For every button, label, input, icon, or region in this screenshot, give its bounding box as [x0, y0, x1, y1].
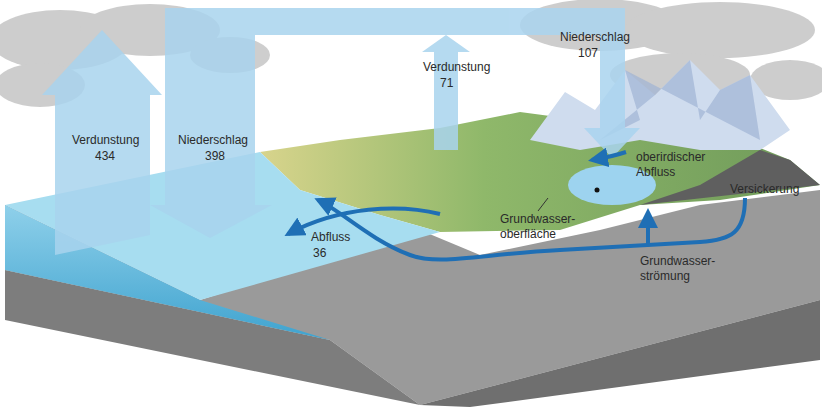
flux-label: Verdunstung: [72, 133, 139, 148]
water-flows: [288, 152, 745, 260]
flux-label: Grundwasser- oberfläche: [500, 212, 582, 242]
flux-label: Verdunstung: [423, 60, 490, 75]
flux-label: 398: [205, 149, 225, 164]
marker-dot: [595, 188, 600, 193]
flux-label: Niederschlag: [560, 30, 630, 45]
flux-label: Niederschlag: [178, 133, 248, 148]
flux-label: 36: [313, 246, 326, 261]
flux-label: oberirdischer Abfluss: [636, 150, 718, 180]
flux-arrows: [42, 8, 640, 255]
flux-label: Grundwasser- strömung: [640, 254, 722, 284]
flux-label: Abfluss: [311, 230, 350, 245]
flux-label: 71: [440, 76, 453, 91]
flux-label: 107: [578, 46, 598, 61]
flux-label: Versickerung: [730, 182, 799, 197]
ground-side: [420, 300, 820, 407]
leader-line: [538, 198, 548, 211]
ocean-front: [5, 205, 330, 340]
mountains: [530, 60, 790, 150]
flux-label: 434: [95, 149, 115, 164]
